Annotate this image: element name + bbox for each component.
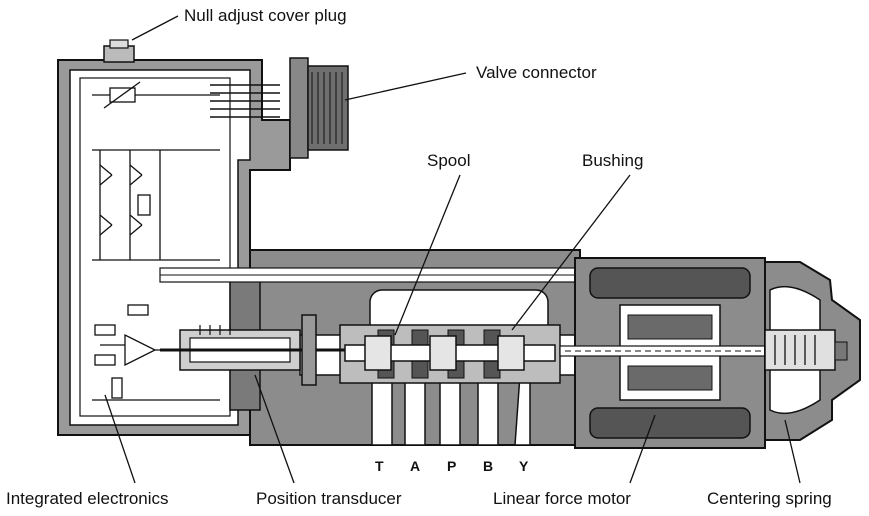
port-label-a: A [410, 458, 421, 474]
spool [344, 335, 556, 371]
port-label-y: Y [519, 458, 529, 474]
label-linear-force-motor: Linear force motor [493, 489, 631, 508]
label-bushing: Bushing [582, 151, 644, 170]
valve-connector [210, 57, 349, 159]
label-position-transducer: Position transducer [256, 489, 402, 508]
label-null-adjust-cover-plug: Null adjust cover plug [184, 6, 347, 25]
label-centering-spring: Centering spring [707, 489, 832, 508]
label-spool: Spool [427, 151, 471, 170]
leader-lines [104, 15, 801, 484]
centering-spring [764, 261, 861, 441]
port-label-p: P [447, 458, 457, 474]
null-adjust-cover-plug [103, 39, 135, 63]
port-label-b: B [483, 458, 494, 474]
label-valve-connector: Valve connector [476, 63, 597, 82]
port-label-t: T [375, 458, 384, 474]
label-integrated-electronics: Integrated electronics [6, 489, 169, 508]
port-channels [371, 374, 531, 446]
position-transducer [160, 314, 345, 386]
electronics-schematic [92, 81, 220, 401]
